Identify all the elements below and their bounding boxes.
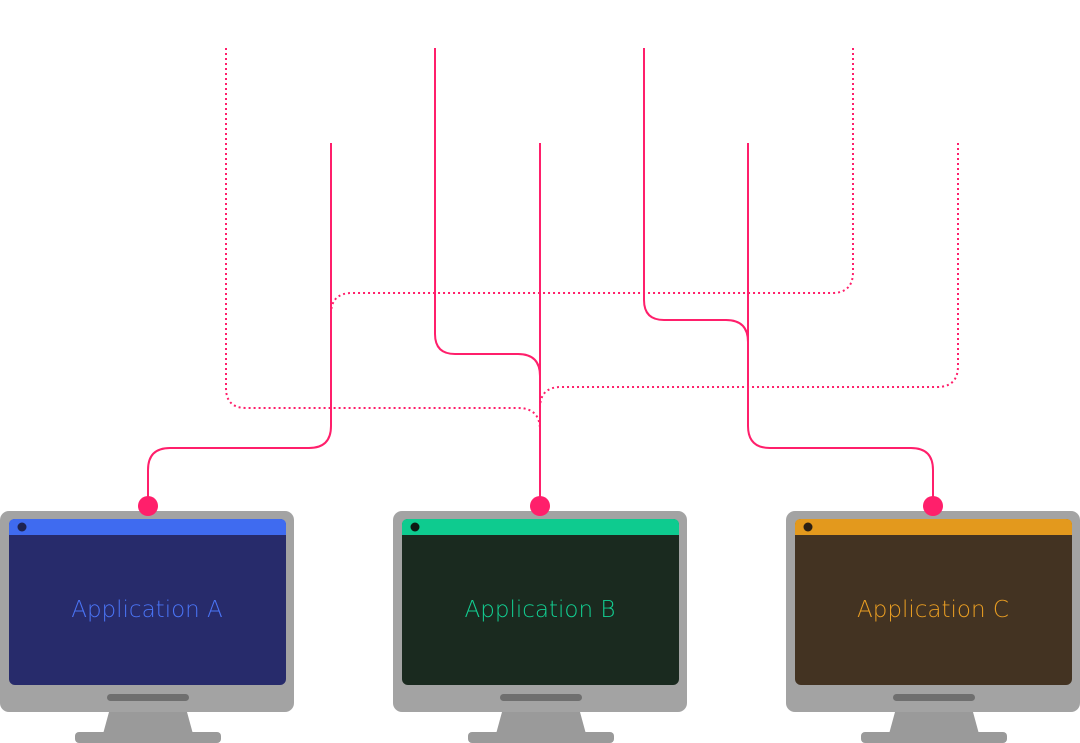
endpoint-dot-b bbox=[530, 496, 550, 516]
speaker-slot bbox=[107, 694, 189, 701]
speaker-slot bbox=[500, 694, 582, 701]
endpoint-dot-a bbox=[138, 496, 158, 516]
connector-line-7 bbox=[747, 143, 934, 505]
connector-line-1 bbox=[225, 48, 541, 431]
connector-line-8 bbox=[539, 143, 959, 409]
title-bar bbox=[9, 519, 286, 535]
monitor-base bbox=[468, 732, 614, 743]
window-dot-icon bbox=[410, 522, 420, 532]
monitor-application-b: Application B bbox=[393, 511, 687, 743]
monitor-base bbox=[75, 732, 221, 743]
title-bar bbox=[402, 519, 679, 535]
connector-line-2 bbox=[434, 48, 541, 377]
connector-line-3 bbox=[643, 48, 749, 343]
connector-line-5 bbox=[147, 143, 332, 505]
connector-line-4 bbox=[330, 48, 854, 315]
screen-panel bbox=[402, 519, 679, 685]
application-label: Application B bbox=[465, 597, 616, 623]
speaker-slot bbox=[893, 694, 975, 701]
monitor-application-c: Application C bbox=[786, 511, 1080, 743]
application-label: Application A bbox=[71, 597, 223, 623]
monitor-base bbox=[861, 732, 1007, 743]
endpoint-dot-c bbox=[923, 496, 943, 516]
window-dot-icon bbox=[803, 522, 813, 532]
screen-panel bbox=[9, 519, 286, 685]
monitor-stand bbox=[103, 712, 193, 734]
screen-panel bbox=[795, 519, 1072, 685]
connector-lines bbox=[147, 48, 959, 505]
monitor-stand bbox=[496, 712, 586, 734]
application-label: Application C bbox=[857, 597, 1009, 623]
window-dot-icon bbox=[17, 522, 27, 532]
connector-endpoints bbox=[138, 496, 943, 516]
title-bar bbox=[795, 519, 1072, 535]
monitor-stand bbox=[889, 712, 979, 734]
monitor-application-a: Application A bbox=[0, 511, 294, 743]
